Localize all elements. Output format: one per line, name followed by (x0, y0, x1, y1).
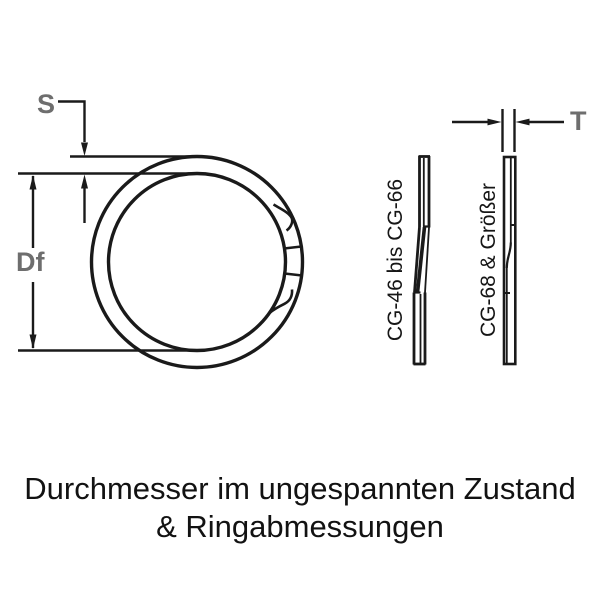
df-dimension (18, 172, 202, 352)
figure-caption: Durchmesser im ungespannten Zustand & Ri… (0, 470, 600, 546)
df-arrow-down-icon (29, 334, 37, 349)
s-dimension (58, 100, 199, 223)
s-arrow-down-icon (81, 142, 88, 156)
strip2-size-range-label: CG-68 & Größer (477, 182, 500, 338)
caption-line-1: Durchmesser im ungespannten Zustand (24, 471, 576, 506)
caption-line-2: & Ringabmessungen (156, 509, 444, 544)
t-arrow-left-icon (515, 118, 530, 126)
strip1-size-range-label: CG-46 bis CG-66 (384, 178, 407, 342)
s-leader-line (58, 100, 86, 142)
ring-end-details (268, 203, 303, 314)
t-dimension-label: T (570, 106, 587, 136)
t-arrow-right-icon (487, 118, 502, 126)
ring-front-view (89, 154, 305, 370)
side-view-cg46-cg66 (412, 155, 431, 366)
df-dimension-label: Df (16, 247, 45, 277)
ring-outer-circle (89, 154, 305, 370)
s-dimension-label: S (37, 89, 56, 119)
s-arrow-up-icon (81, 174, 88, 189)
df-arrow-up-icon (29, 175, 37, 190)
t-dimension (452, 109, 564, 152)
side-view-cg68-groesser (502, 155, 517, 366)
ring-inner-circle (106, 171, 288, 353)
